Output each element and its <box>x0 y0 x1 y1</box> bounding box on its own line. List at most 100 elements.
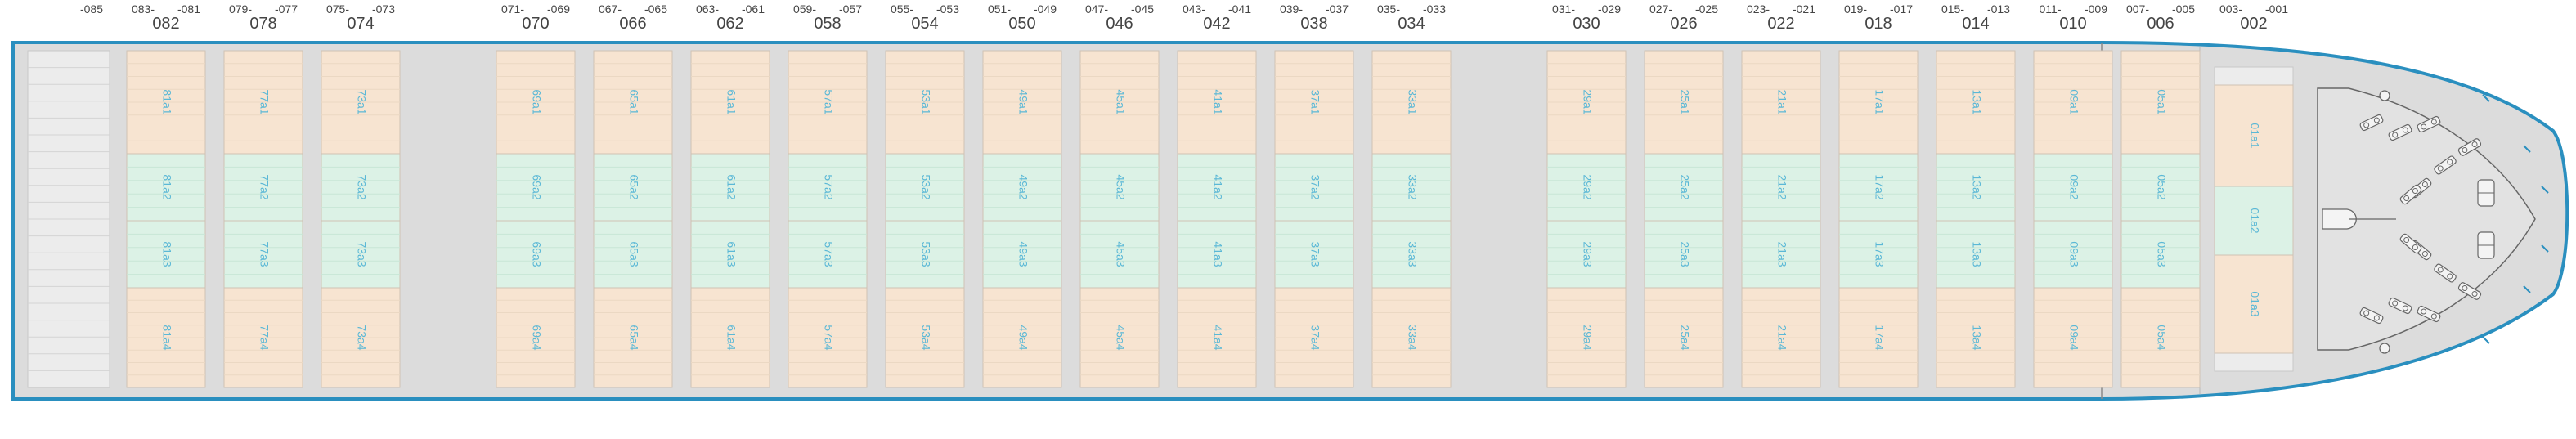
bay-header-start: 015- <box>1941 2 1964 16</box>
bay-header-number: 078 <box>249 15 276 33</box>
bay-header-start: 031- <box>1552 2 1575 16</box>
bay-section <box>1741 153 1821 222</box>
bay-label: 01a1 <box>2248 123 2261 148</box>
bay-section <box>1371 153 1452 222</box>
bay-header-number: 058 <box>814 15 841 33</box>
bollard-icon <box>2417 305 2441 323</box>
bay-header-number: 062 <box>716 15 743 33</box>
bay-header-start: 035- <box>1377 2 1400 16</box>
bay-label: 49a2 <box>1016 174 1030 199</box>
bay-label: 57a3 <box>822 241 835 267</box>
capstan-icon <box>2477 179 2495 207</box>
bay-label: 45a3 <box>1114 241 1127 267</box>
chain-pipe-icon <box>2379 343 2390 354</box>
bay-header-end: -037 <box>1326 2 1349 16</box>
bay-header-start: 063- <box>696 2 719 16</box>
bollard-icon <box>2399 184 2422 205</box>
bay-section <box>1371 220 1452 289</box>
bay-header-end: -053 <box>936 2 959 16</box>
bay-label: 57a1 <box>822 89 835 114</box>
bollard-icon <box>2359 307 2384 325</box>
bay-header-number: 070 <box>522 15 549 33</box>
bay-header-end: -025 <box>1695 2 1718 16</box>
bay-header-end: -061 <box>742 2 765 16</box>
bay-header-start: 019- <box>1844 2 1867 16</box>
bollard-icon <box>2359 114 2384 132</box>
bay-section <box>2033 220 2113 289</box>
bay-header-number: 050 <box>1008 15 1035 33</box>
bollard-icon <box>2388 297 2412 315</box>
bay-label: 53a2 <box>919 174 932 199</box>
bay-header-end: -005 <box>2172 2 2195 16</box>
bollard-icon <box>2457 282 2482 300</box>
bow-deck-outline <box>2317 87 2536 351</box>
bay-header-end: -013 <box>1987 2 2010 16</box>
bay-section <box>1274 220 1354 289</box>
bay-label: 25a2 <box>1678 174 1691 199</box>
bay-section <box>593 153 673 222</box>
bay-section <box>2214 254 2294 354</box>
bay-label: 09a1 <box>2067 89 2080 114</box>
bay-cover <box>2214 352 2294 372</box>
bay-header-end: -057 <box>839 2 862 16</box>
bay-header-start: 075- <box>326 2 349 16</box>
bay-label: 65a3 <box>627 241 640 267</box>
bay-section <box>126 153 206 222</box>
bay-header-start: 003- <box>2219 2 2242 16</box>
bay-label: 09a3 <box>2067 241 2080 267</box>
bay-section <box>223 153 303 222</box>
bow-chock-icon <box>2541 244 2549 253</box>
bay-header-number: 034 <box>1398 15 1425 33</box>
bay-section <box>982 220 1062 289</box>
bay-header-start: 071- <box>501 2 524 16</box>
bay-label: 21a3 <box>1775 241 1788 267</box>
bay-header-number: 010 <box>2059 15 2086 33</box>
capstan-icon <box>2477 231 2495 259</box>
bay-header-end: -065 <box>644 2 667 16</box>
bay-header-number: 038 <box>1300 15 1327 33</box>
bay-label: 61a1 <box>725 89 738 114</box>
bay-label: 65a1 <box>627 89 640 114</box>
bow-chock-icon <box>2482 94 2490 102</box>
bay-label: 25a1 <box>1678 89 1691 114</box>
bay-header-start: 055- <box>891 2 913 16</box>
bay-label: 33a3 <box>1406 241 1419 267</box>
bow-chock-icon <box>2541 186 2549 194</box>
bay-header-number: 018 <box>1865 15 1892 33</box>
bay-section <box>1177 220 1257 289</box>
bay-header-number: 066 <box>619 15 646 33</box>
bay-header-number: 006 <box>2147 15 2174 33</box>
bay-label: 73a1 <box>355 89 368 114</box>
bay-label: 37a4 <box>1308 325 1322 350</box>
bay-section <box>1741 220 1821 289</box>
bollard-icon <box>2434 155 2457 175</box>
bay-label: 17a3 <box>1873 241 1886 267</box>
bay-header-end: -069 <box>547 2 570 16</box>
bay-label: 41a4 <box>1211 325 1224 350</box>
bay-cover <box>2214 66 2294 86</box>
bay-label: 17a4 <box>1873 325 1886 350</box>
bay-header-start: 083- <box>132 2 155 16</box>
bay-label: 13a1 <box>1970 89 1983 114</box>
bay-label: 73a2 <box>355 174 368 199</box>
